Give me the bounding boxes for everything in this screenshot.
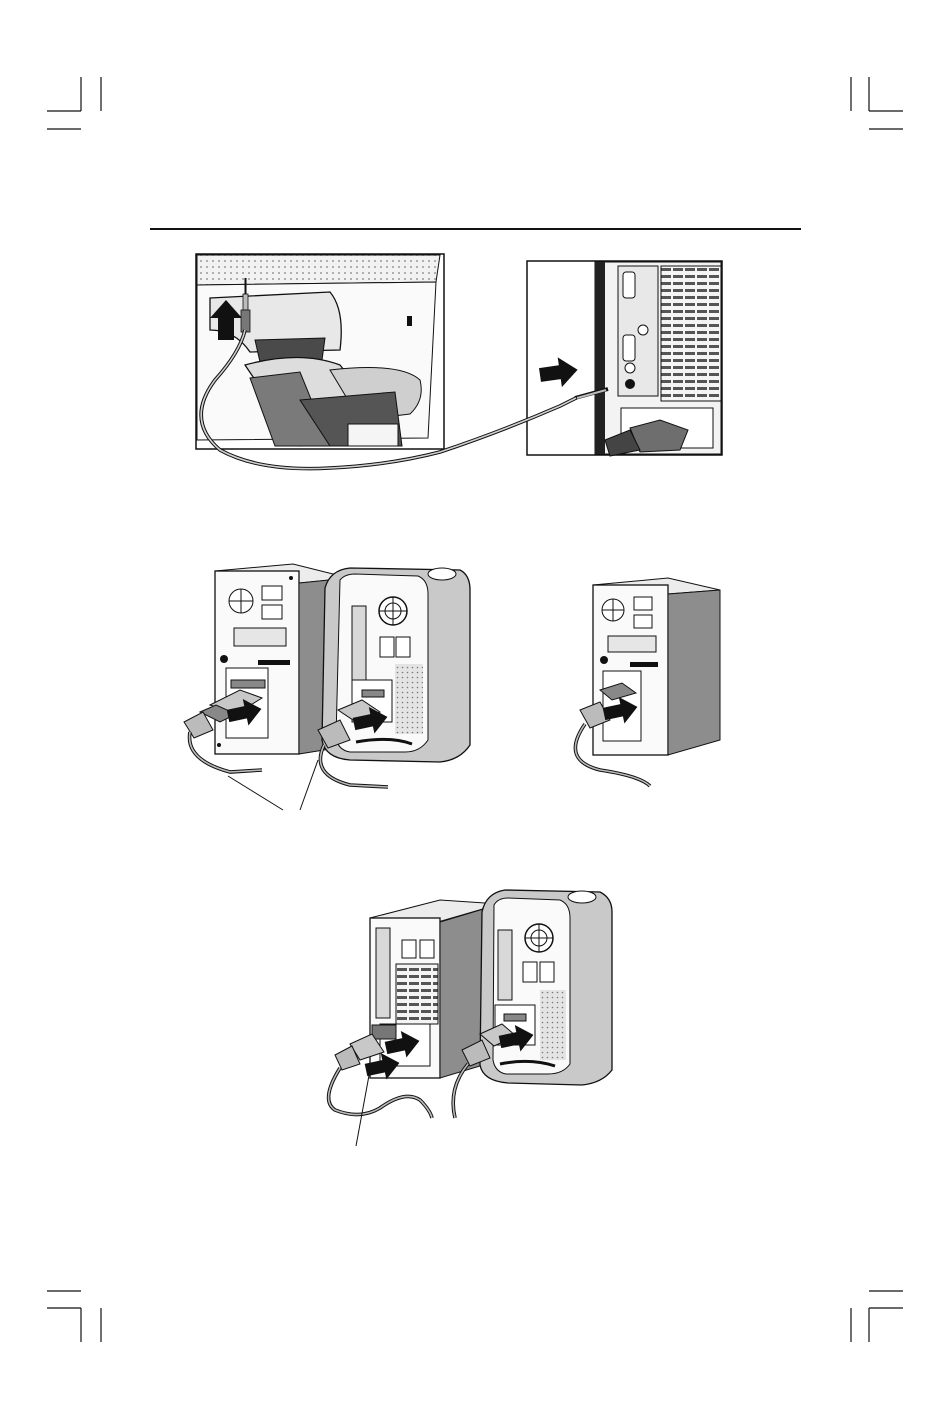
monitor-rear-icon (196, 254, 444, 449)
figure-video-cable-adapter (329, 890, 612, 1146)
callout-line (356, 1070, 370, 1146)
callout-line (300, 760, 318, 810)
callout-line (228, 776, 283, 810)
pc-tower-icon (575, 578, 720, 786)
pc-rear-panel-icon (527, 261, 722, 456)
crop-marks (47, 77, 903, 1342)
figure-audio-cable-connection (196, 254, 722, 469)
mac-tower-icon (318, 568, 470, 787)
figure-video-cable-pc-and-mac (184, 564, 720, 810)
